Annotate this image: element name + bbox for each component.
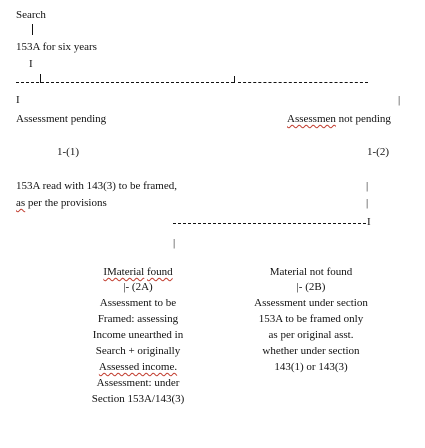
right-line-3: as per original asst. <box>268 329 354 341</box>
second-split-line <box>173 223 366 224</box>
left-line-7: Section 153A/143(3) <box>91 393 185 405</box>
not-pending-word: not pending <box>335 113 391 125</box>
imaterial-word: IMaterial <box>103 266 145 278</box>
per-provisions-text: per the provisions <box>25 197 107 209</box>
split-tick-center <box>40 74 41 83</box>
search-label: Search <box>16 9 46 21</box>
right-branch-mark: | <box>398 94 401 106</box>
right-line-2: 153A to be framed only <box>258 313 364 325</box>
code-1-2: 1-(2) <box>367 146 389 158</box>
right-line-1: Assessment under section <box>254 297 368 309</box>
code-2a: |- (2A) <box>123 281 153 293</box>
left-line-3: Income unearthed in <box>92 329 184 341</box>
right-line-5: 143(1) or 143(3) <box>274 361 348 373</box>
left-line-1: Assessment to be <box>99 297 177 309</box>
split-line-left <box>16 82 234 83</box>
right-pipe-1: | <box>366 180 369 192</box>
right-pipe-2: | <box>366 197 369 209</box>
section-153a-label: 153A for six years <box>16 41 97 53</box>
split-tick-right-a <box>234 76 235 83</box>
connector-i-mark: I <box>29 58 33 70</box>
assessment-pending-label: Assessment pending <box>16 113 107 125</box>
rule-line-2: as per the provisions <box>16 197 107 209</box>
second-split-end-mark: I <box>367 216 371 228</box>
left-line-4: Search + originally <box>95 345 181 357</box>
code-2b: |- (2B) <box>296 281 326 293</box>
left-line-6: Assessment: under <box>96 377 180 389</box>
left-branch-mark: I <box>16 94 20 106</box>
rule-line-1: 153A read with 143(3) to be framed, <box>16 180 177 192</box>
material-found-title: IMaterial found <box>78 266 198 278</box>
material-not-found-title: Material not found <box>269 266 353 278</box>
assessed-income-text: Assessed income. <box>98 361 178 373</box>
assessmen-word: Assessmen <box>287 113 336 125</box>
assessment-not-pending-label: Assessmen not pending <box>287 113 391 125</box>
right-line-4: whether under section <box>262 345 360 357</box>
connector-search <box>32 24 33 35</box>
split-line-right <box>238 82 368 83</box>
found-word: found <box>147 266 173 278</box>
code-1-1: 1-(1) <box>57 146 79 158</box>
as-word: as <box>16 197 26 209</box>
left-line-5: Assessed income. <box>78 361 198 373</box>
second-split-left-pipe: | <box>173 237 176 249</box>
left-line-2: Framed: assessing <box>97 313 179 325</box>
